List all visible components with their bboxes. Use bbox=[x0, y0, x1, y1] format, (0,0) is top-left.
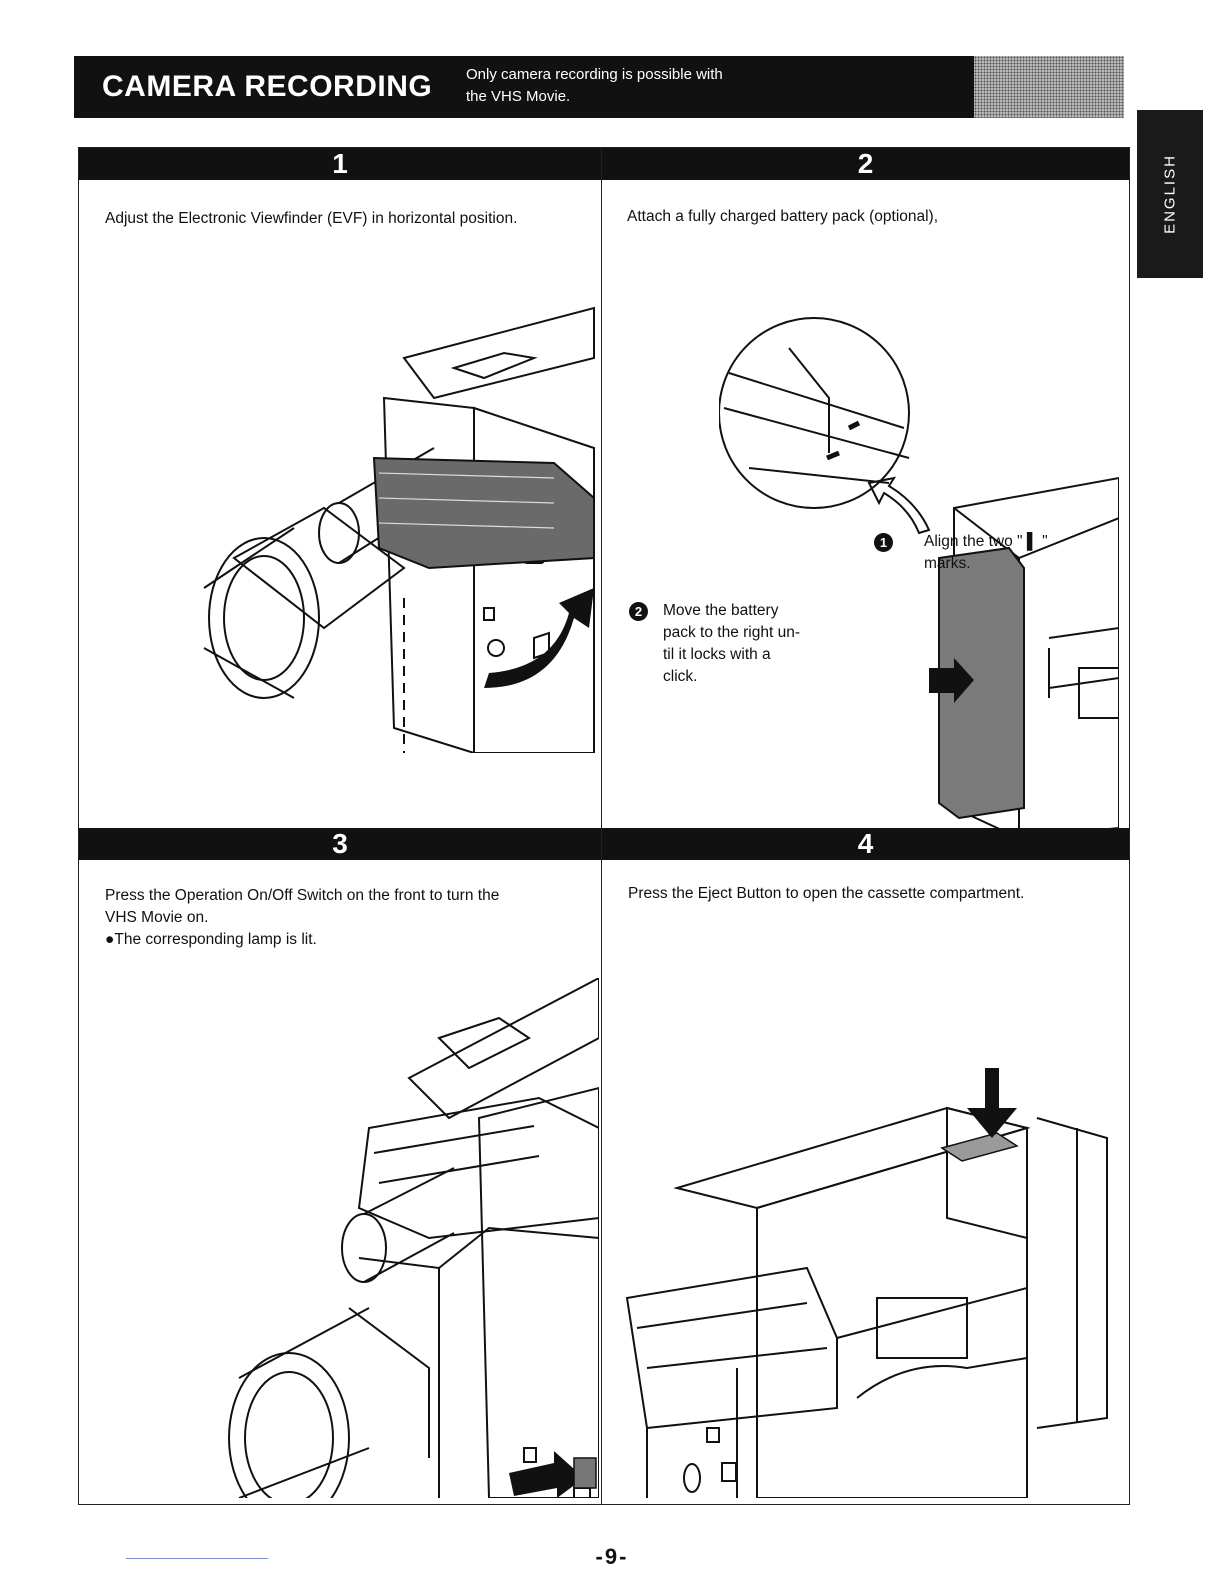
callout-2-line2: pack to the right un- bbox=[663, 624, 800, 641]
callout-2-line3: til it locks with a bbox=[663, 646, 771, 663]
grid-vertical-divider bbox=[601, 148, 602, 1504]
step-1-number: 1 bbox=[332, 148, 348, 179]
battery-attach-illustration bbox=[719, 317, 1119, 838]
step-3-number: 3 bbox=[332, 828, 348, 859]
step-3-header: 3 bbox=[79, 828, 601, 860]
header-halftone-pattern bbox=[974, 56, 1124, 118]
page-title: CAMERA RECORDING bbox=[102, 70, 433, 103]
camcorder-evf-illustration bbox=[203, 306, 595, 753]
callout-align-marks: 1 Align the two " ▌ " marks. bbox=[874, 531, 1048, 575]
step-1-header: 1 bbox=[79, 148, 601, 180]
footer-rule bbox=[126, 1558, 268, 1559]
callout-2-line1: Move the battery bbox=[663, 602, 779, 619]
callout-badge-2: 2 bbox=[629, 602, 648, 621]
step-1-instruction: Adjust the Electronic Viewfinder (EVF) i… bbox=[105, 210, 518, 227]
header-subtitle-line1: Only camera recording is possible with bbox=[466, 66, 723, 83]
step-2-number: 2 bbox=[857, 148, 874, 179]
language-tab: ENGLISH bbox=[1137, 110, 1203, 278]
callout-1-line1: Align the two " ▌ " bbox=[924, 533, 1048, 550]
page-number: -9- bbox=[595, 1544, 629, 1569]
callout-2-line4: click. bbox=[663, 668, 698, 685]
step-4-number: 4 bbox=[857, 828, 874, 859]
language-tab-label: ENGLISH bbox=[1161, 154, 1179, 234]
callout-1-line2: marks. bbox=[924, 555, 971, 572]
camcorder-power-switch-illustration bbox=[228, 978, 599, 1498]
step-3-line1: Press the Operation On/Off Switch on the… bbox=[105, 887, 500, 904]
page-header: CAMERA RECORDING Only camera recording i… bbox=[74, 56, 1124, 118]
callout-badge-1: 1 bbox=[874, 533, 893, 552]
step-3-line3: ●The corresponding lamp is lit. bbox=[105, 931, 317, 948]
step-3-instruction: Press the Operation On/Off Switch on the… bbox=[105, 885, 585, 951]
header-subtitle: Only camera recording is possible with t… bbox=[466, 64, 826, 108]
header-subtitle-line2: the VHS Movie. bbox=[466, 88, 571, 105]
step-2-header: 2 bbox=[602, 148, 1129, 180]
step-4-instruction: Press the Eject Button to open the casse… bbox=[628, 885, 1025, 902]
steps-grid: 1 Adjust the Electronic Viewfinder (EVF)… bbox=[78, 147, 1130, 1505]
step-3-line2: VHS Movie on. bbox=[105, 909, 209, 926]
camcorder-eject-illustration bbox=[625, 1068, 1108, 1498]
step-4-header: 4 bbox=[602, 828, 1129, 860]
callout-move-battery: 2 Move the battery pack to the right un-… bbox=[629, 600, 800, 688]
step-2-instruction: Attach a fully charged battery pack (opt… bbox=[627, 208, 939, 225]
